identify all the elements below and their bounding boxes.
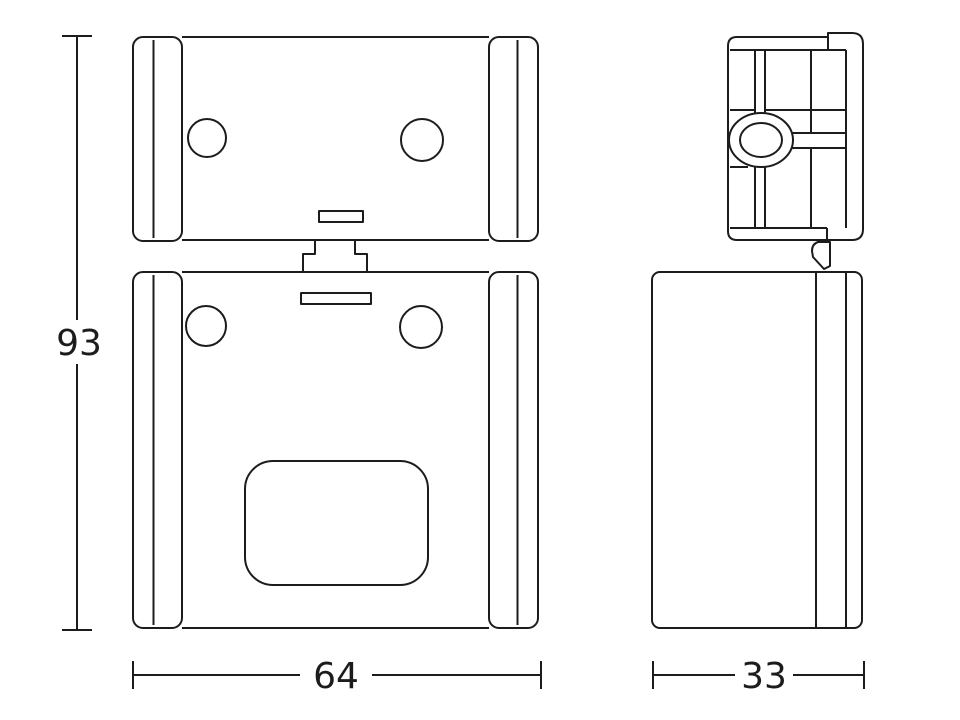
left-mounting-rail (132, 271, 183, 629)
side-bottom-outline (651, 271, 863, 629)
dimension-height: 93 (56, 35, 102, 631)
right-mounting-rail (488, 36, 539, 242)
latch-clip (811, 241, 831, 270)
connector-tab (302, 240, 368, 271)
mounting-hole (400, 118, 444, 162)
mounting-hole (185, 305, 227, 347)
right-mounting-rail (488, 271, 539, 629)
slot-cutout (318, 210, 364, 223)
front-view-bottom-part (132, 271, 539, 629)
side-view-top-part (727, 32, 864, 241)
horizontal-arm-rib (792, 132, 846, 149)
dimension-label-depth: 33 (741, 656, 787, 697)
left-mounting-rail (132, 36, 183, 242)
slot-cutout (300, 292, 372, 305)
front-view-top-part (132, 36, 539, 271)
boss-inner-ring (739, 122, 783, 158)
side-top-outline (727, 32, 864, 241)
dimension-label-height: 93 (56, 323, 102, 364)
boss-outer-ring (728, 112, 794, 168)
mounting-hole (187, 118, 227, 158)
vertical-rib (754, 50, 766, 228)
window-cutout (244, 460, 429, 586)
dimension-label-width: 64 (313, 656, 359, 697)
side-view-bottom-part (651, 271, 863, 629)
mounting-hole (399, 305, 443, 349)
front-view (132, 36, 539, 629)
dimension-width: 64 (132, 656, 542, 697)
dimension-depth: 33 (652, 656, 865, 697)
side-view (651, 32, 864, 629)
